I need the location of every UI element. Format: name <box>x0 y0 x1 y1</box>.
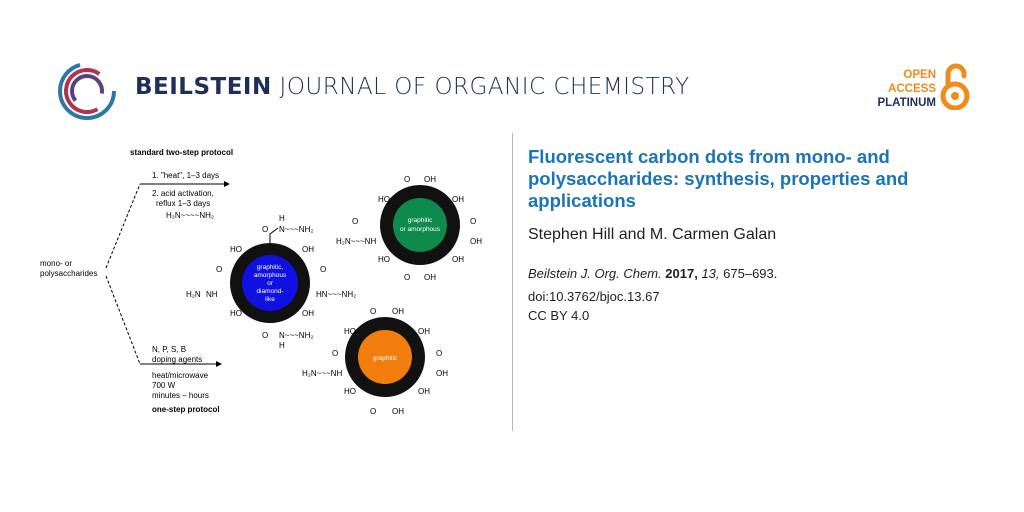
svg-text:graphitic,: graphitic, <box>257 264 284 271</box>
orange-carbon-dot: graphitic O OH HO OH O O H₂N~~~NH OH HO … <box>302 307 448 416</box>
svg-text:or: or <box>267 280 274 287</box>
svg-text:H₂N~~~NH: H₂N~~~NH <box>302 369 342 378</box>
svg-text:H₂N~~~NH: H₂N~~~NH <box>336 237 376 246</box>
article-title: Fluorescent carbon dots from mono- and p… <box>528 146 909 211</box>
start-material-line1: mono- or <box>40 259 72 268</box>
svg-text:OH: OH <box>452 195 464 204</box>
svg-text:H: H <box>279 214 285 223</box>
svg-text:OH: OH <box>418 327 430 336</box>
svg-text:HO: HO <box>378 255 390 264</box>
citation: Beilstein J. Org. Chem. 2017, 13, 675–69… <box>528 266 778 281</box>
svg-text:HN~~~NH₂: HN~~~NH₂ <box>316 290 356 299</box>
svg-text:H₂N: H₂N <box>186 290 201 299</box>
open-access-lock-icon <box>940 63 970 110</box>
svg-text:OH: OH <box>418 387 430 396</box>
svg-text:OH: OH <box>424 175 436 184</box>
svg-text:O: O <box>436 349 442 358</box>
license: CC BY 4.0 <box>528 308 590 323</box>
graphical-abstract: standard two-step protocol mono- or poly… <box>40 148 482 416</box>
svg-text:N~~~NH₂: N~~~NH₂ <box>279 331 313 340</box>
green-carbon-dot: graphitic or amorphous O OH HO OH O O H₂… <box>336 175 482 282</box>
header: BEILSTEIN JOURNAL OF ORGANIC CHEMISTRY O… <box>0 0 1024 130</box>
svg-text:NH: NH <box>206 290 218 299</box>
svg-text:O: O <box>370 407 376 416</box>
svg-text:O: O <box>216 265 222 274</box>
svg-text:N~~~NH₂: N~~~NH₂ <box>279 225 313 234</box>
svg-text:O: O <box>404 175 410 184</box>
svg-text:OH: OH <box>470 237 482 246</box>
conditions-a: heat/microwave <box>152 371 209 380</box>
svg-text:O: O <box>262 225 268 234</box>
svg-text:OH: OH <box>302 245 314 254</box>
step2-label-b: reflux 1–3 days <box>156 199 210 208</box>
svg-text:O: O <box>332 349 338 358</box>
top-protocol-label: standard two-step protocol <box>130 148 233 157</box>
svg-text:OH: OH <box>302 309 314 318</box>
blue-carbon-dot: graphitic, amorphous or diamond- like H … <box>186 214 356 350</box>
svg-text:HO: HO <box>230 309 242 318</box>
svg-text:graphitic: graphitic <box>408 217 433 224</box>
doping-label-a: N, P, S, B <box>152 345 186 354</box>
svg-text:diamond-: diamond- <box>256 288 283 295</box>
svg-text:amorphous: amorphous <box>254 272 287 279</box>
svg-text:O: O <box>320 265 326 274</box>
svg-text:O: O <box>404 273 410 282</box>
svg-text:O: O <box>370 307 376 316</box>
svg-text:OH: OH <box>436 369 448 378</box>
vertical-divider <box>512 133 513 431</box>
svg-text:or amorphous: or amorphous <box>400 226 441 233</box>
article-authors: Stephen Hill and M. Carmen Galan <box>528 226 777 243</box>
start-material-line2: polysaccharides <box>40 269 97 278</box>
svg-text:OH: OH <box>424 273 436 282</box>
step1-label: 1. "heat", 1–3 days <box>152 171 219 180</box>
svg-text:HO: HO <box>378 195 390 204</box>
svg-text:graphitic: graphitic <box>373 355 398 362</box>
svg-text:O: O <box>470 217 476 226</box>
conditions-b: 700 W <box>152 381 176 390</box>
bottom-protocol-label: one-step protocol <box>152 405 220 414</box>
svg-text:O: O <box>352 217 358 226</box>
doping-label-b: doping agents <box>152 355 202 364</box>
doi[interactable]: doi:10.3762/bjoc.13.67 <box>528 289 660 304</box>
svg-text:HO: HO <box>230 245 242 254</box>
svg-text:HO: HO <box>344 327 356 336</box>
article-info: Fluorescent carbon dots from mono- and p… <box>528 146 988 323</box>
svg-text:OH: OH <box>452 255 464 264</box>
beilstein-logo-icon <box>58 62 116 120</box>
svg-text:O: O <box>262 331 268 340</box>
step2-label-a: 2. acid activation, <box>152 189 214 198</box>
svg-text:OH: OH <box>392 407 404 416</box>
svg-text:HO: HO <box>344 387 356 396</box>
svg-text:like: like <box>265 296 275 303</box>
svg-text:OH: OH <box>392 307 404 316</box>
reagent-diamine: H₂N~~~~NH₂ <box>166 211 214 220</box>
svg-text:H: H <box>279 341 285 350</box>
journal-name: BEILSTEIN JOURNAL OF ORGANIC CHEMISTRY <box>135 74 690 100</box>
open-access-label: OPEN ACCESS PLATINUM <box>877 69 936 109</box>
conditions-c: minutes – hours <box>152 391 209 400</box>
